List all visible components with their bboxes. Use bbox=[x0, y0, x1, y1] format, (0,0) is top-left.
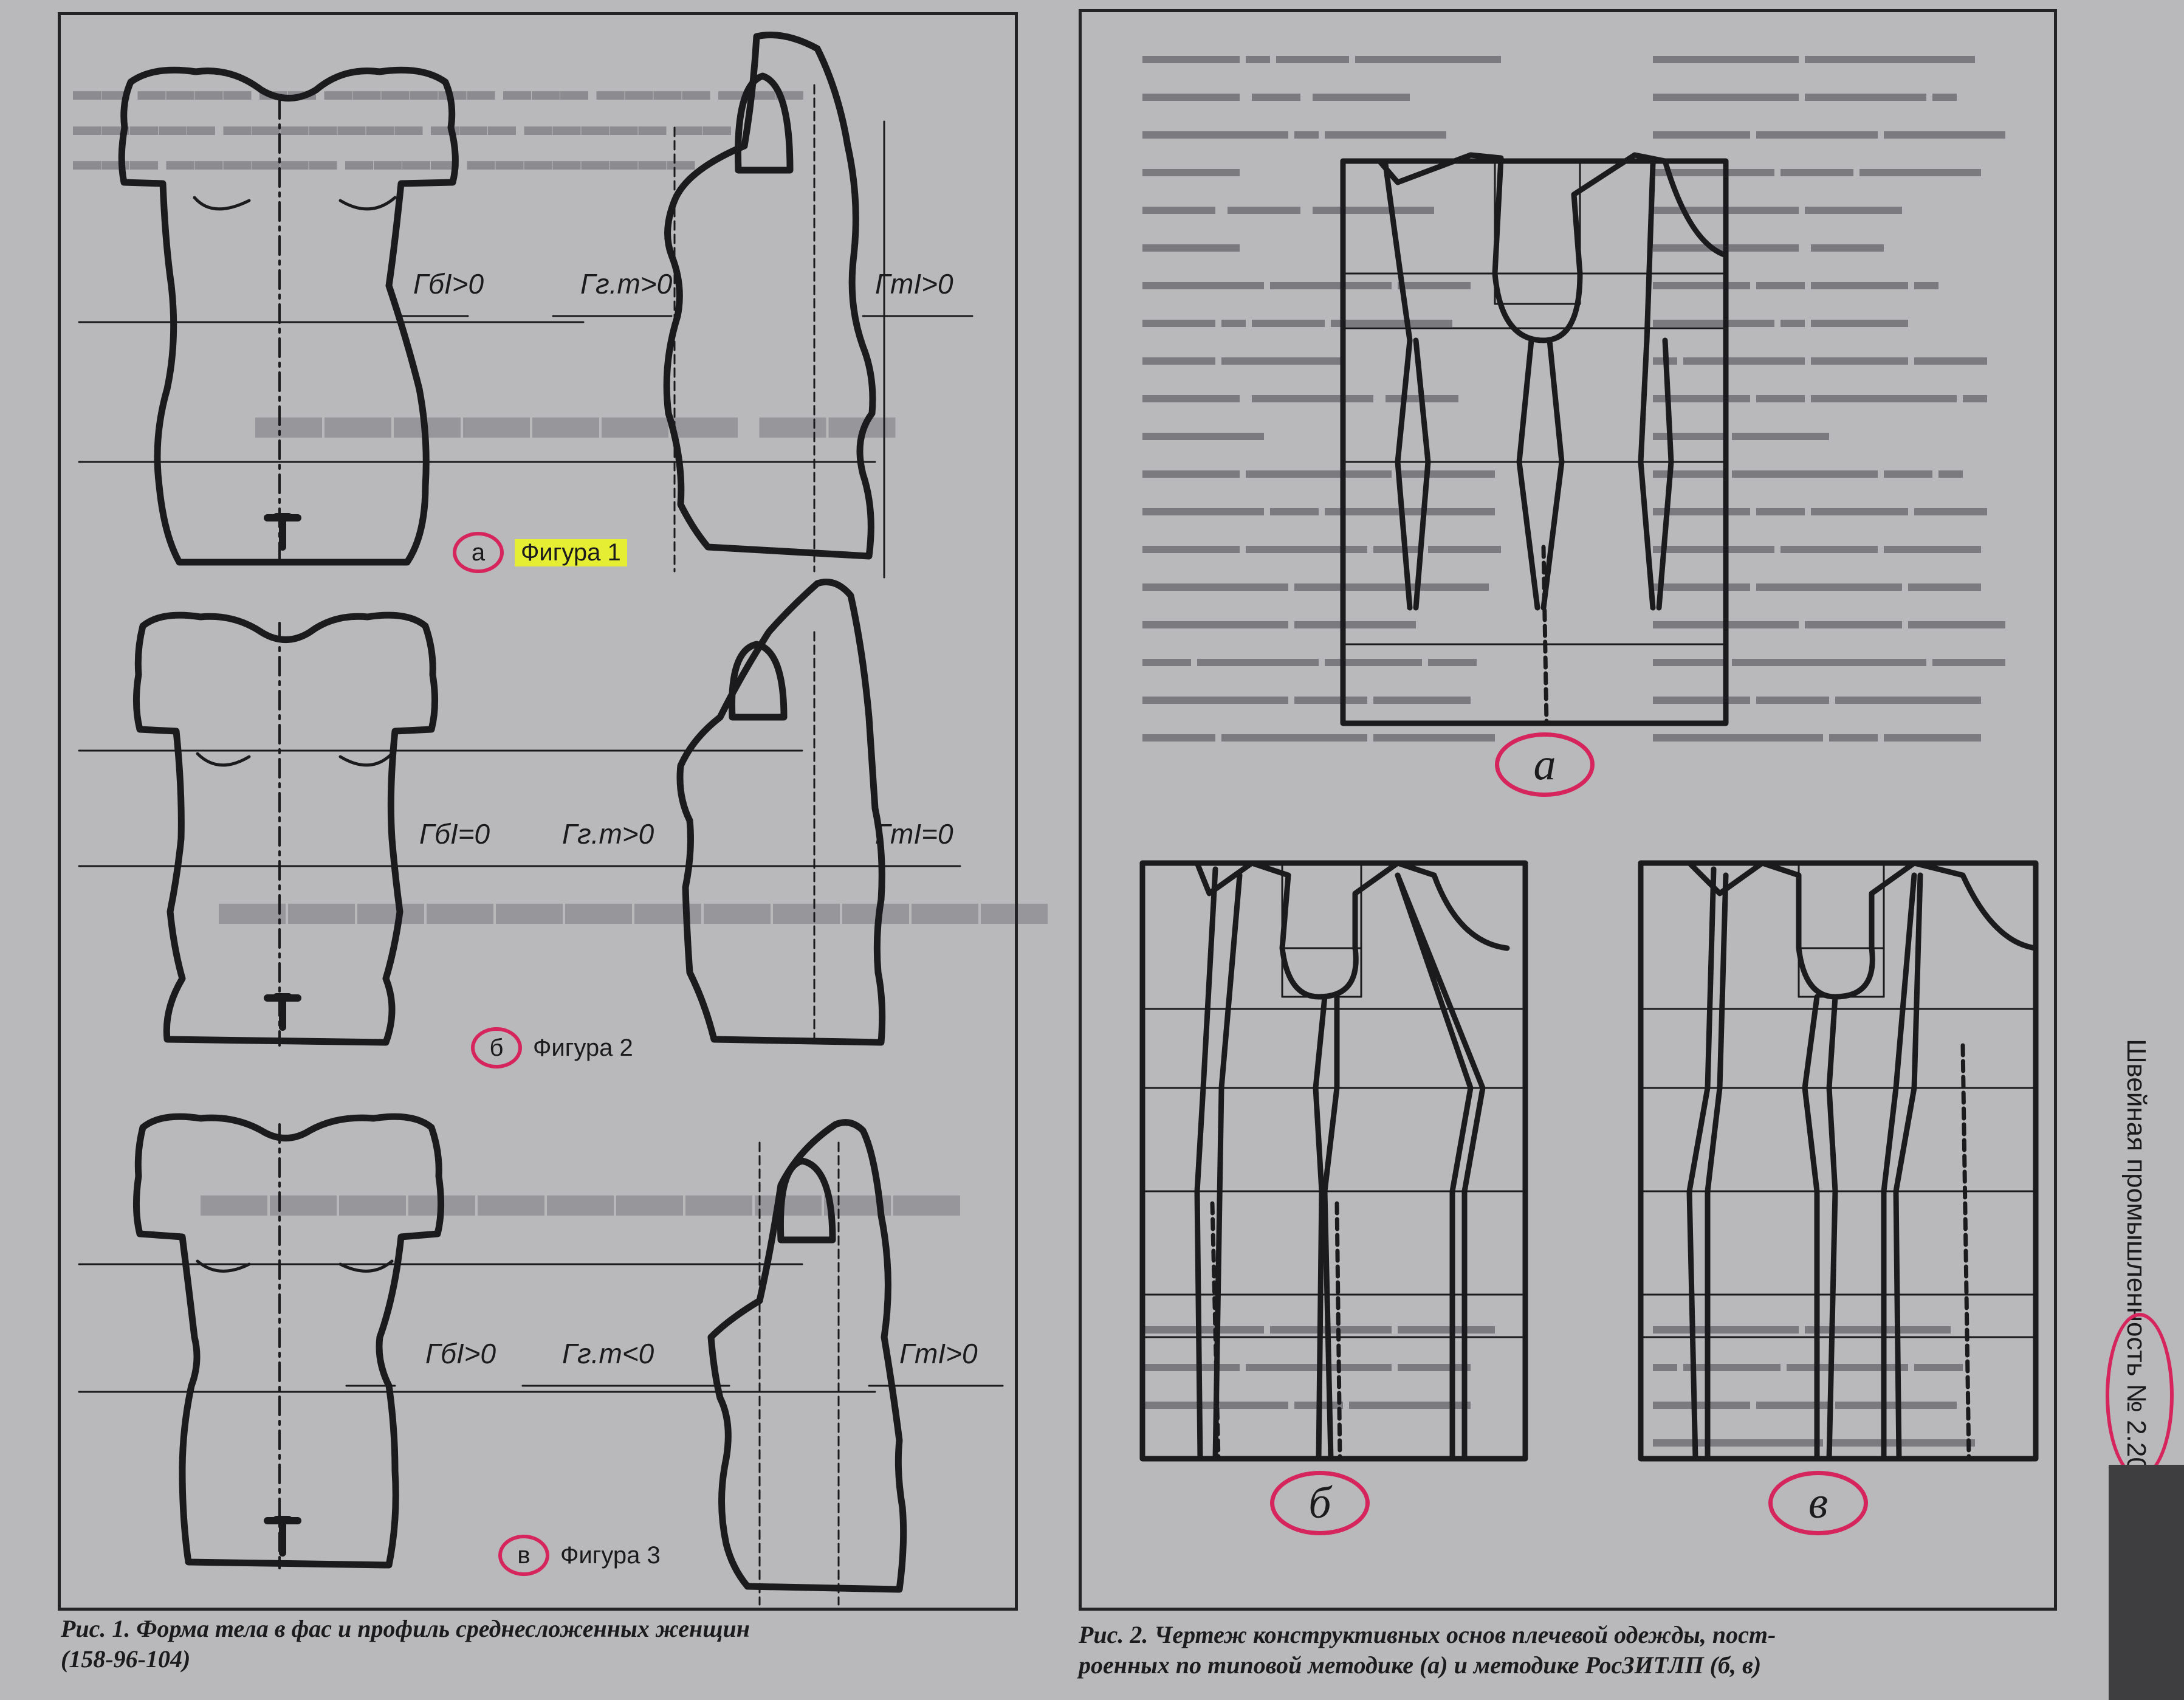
panel-a-title: Фигура 1 bbox=[515, 539, 627, 566]
drawing-a-letter: а bbox=[1495, 732, 1595, 797]
figure-2-front-torso bbox=[78, 611, 876, 1047]
figure-1-profile bbox=[400, 32, 974, 579]
drawing-b-letter: б bbox=[1270, 1471, 1370, 1535]
figure-2-bust-measure: ГбI=0 bbox=[419, 818, 490, 850]
figure-3-profile bbox=[345, 1119, 1004, 1606]
drawing-c-letter: в bbox=[1768, 1471, 1868, 1535]
figure-1-chest-measure: Гг.т>0 bbox=[580, 268, 673, 300]
figure-1-caption-line-1: Рис. 1. Форма тела в фас и профиль средн… bbox=[61, 1615, 750, 1642]
figure-1-bust-measure: ГбI>0 bbox=[413, 268, 484, 300]
page-edge-tab bbox=[2109, 1465, 2184, 1700]
figure-2-caption-line-1: Рис. 2. Чертеж конструктивных основ плеч… bbox=[1079, 1621, 1776, 1648]
figure-2-caption: Рис. 2. Чертеж конструктивных основ плеч… bbox=[1079, 1620, 2087, 1681]
figure-2-profile bbox=[397, 579, 961, 1047]
figure-3-chest-measure: Гг.т<0 bbox=[562, 1338, 654, 1369]
panel-c-circle-mark: в bbox=[498, 1535, 549, 1576]
figure-1-frame bbox=[58, 12, 1018, 1611]
figure-1-waist-measure: ГтI>0 bbox=[875, 268, 953, 300]
figure-2-frame bbox=[1079, 9, 2057, 1611]
figure-2-chest-measure: Гг.т>0 bbox=[562, 818, 654, 850]
issue-number-circle-mark bbox=[2106, 1313, 2174, 1478]
figure-1-panel-c-label: в Фигура 3 bbox=[498, 1535, 661, 1576]
panel-c-title: Фигура 3 bbox=[560, 1541, 661, 1569]
drawing-b bbox=[1139, 860, 1528, 1462]
panel-a-circle-mark: а bbox=[453, 532, 504, 573]
figure-2-caption-line-2: роенных по типовой методике (а) и методи… bbox=[1079, 1651, 1762, 1679]
figure-3-front-torso bbox=[78, 1113, 876, 1569]
drawing-a bbox=[1340, 152, 1729, 726]
figure-1-front-torso bbox=[78, 66, 876, 566]
article-text-column-1: ▬▬▬▬ ▬ ▬▬▬ ▬▬▬▬▬▬ ▬▬▬▬ ▬▬ ▬▬▬▬ ▬▬▬▬▬▬ ▬ … bbox=[1142, 41, 1501, 747]
panel-b-circle-mark: б bbox=[471, 1027, 522, 1069]
bleed-through-heading-2: ▬▬▬▬▬▬▬▬▬▬▬▬ bbox=[219, 864, 1050, 938]
panel-b-title: Фигура 2 bbox=[533, 1034, 633, 1061]
figure-1-caption-line-2: (158-96-104) bbox=[61, 1645, 191, 1673]
article-text-column-2: ▬▬▬▬▬▬ ▬▬▬▬▬▬▬ ▬▬▬▬▬▬ ▬▬▬▬▬ ▬ ▬▬▬▬ ▬▬▬▬▬… bbox=[1653, 41, 2005, 747]
figure-1-panel-a-label: а Фигура 1 bbox=[453, 532, 627, 573]
drawing-c bbox=[1638, 860, 2039, 1462]
figure-3-waist-measure: ГтI>0 bbox=[899, 1338, 978, 1369]
figure-2-waist-measure: ГтI=0 bbox=[875, 818, 953, 850]
bleed-through-heading: ▬▬▬▬▬▬▬ ▬▬ bbox=[255, 378, 898, 452]
figure-3-bust-measure: ГбI>0 bbox=[425, 1338, 496, 1369]
figure-1-caption: Рис. 1. Форма тела в фас и профиль средн… bbox=[61, 1614, 1057, 1674]
figure-1-panel-b-label: б Фигура 2 bbox=[471, 1027, 633, 1069]
